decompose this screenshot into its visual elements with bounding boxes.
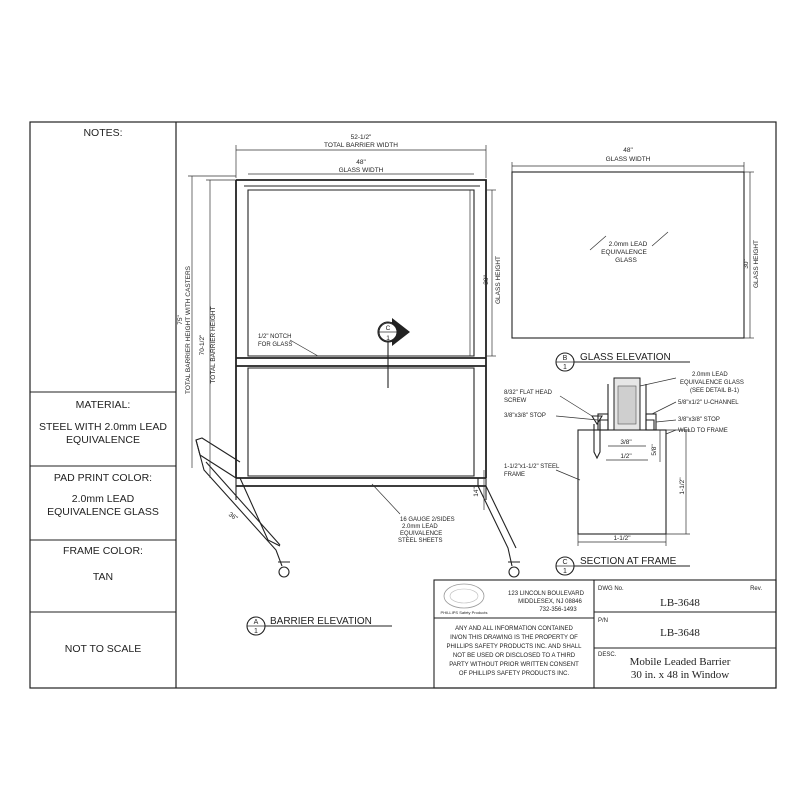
disclaimer-line2: IN/ON THIS DRAWING IS THE PROPERTY OF (450, 635, 578, 641)
dim-vertical: 1-1/2" (679, 477, 686, 495)
glass-elevation-title: B 1 GLASS ELEVATION (555, 352, 690, 372)
disclaimer-line5: PARTY WITHOUT PRIOR WRITTEN CONSENT (449, 662, 579, 668)
dim-3-8: 3/8" (620, 439, 632, 446)
height-casters-label: TOTAL BARRIER HEIGHT WITH CASTERS (185, 265, 192, 394)
base-dim: 14" (473, 487, 480, 497)
section-cut-letter: C (386, 325, 391, 332)
total-width-value: 52-1/2" (351, 134, 372, 141)
height-casters-value: 75" (177, 315, 184, 325)
material-line2: EQUIVALENCE (66, 434, 140, 446)
dim-1-2: 1/2" (620, 453, 632, 460)
dwg-number: LB-3648 (660, 597, 700, 609)
title-a-letter: A (254, 619, 259, 626)
desc-label: DESC. (598, 652, 617, 658)
steel-frame-line1: 1-1/2"x1-1/2" STEEL (504, 464, 560, 470)
title-block: PHILLIPS Safety Products 123 LINCOLN BOU… (433, 579, 777, 689)
section-cut-marker: C 1 (377, 318, 410, 388)
sheets-line1: 16 GAUGE 2/SIDES (400, 517, 455, 523)
stop-left-note: 3/8"x3/8" STOP (504, 413, 546, 419)
glass-elev-width-label: GLASS WIDTH (606, 156, 651, 163)
glass-width-label: GLASS WIDTH (339, 167, 384, 174)
glass-center-line2: EQUIVALENCE (601, 249, 647, 256)
glass-elev-height-value: 30" (743, 259, 750, 269)
section-cut-number: 1 (386, 335, 390, 342)
title-b-number: 1 (563, 364, 567, 371)
sheets-line4: STEEL SHEETS (398, 538, 442, 544)
stop-right-note: 3/8"x3/8" STOP (678, 417, 720, 423)
uchannel-note: 5/8"x1/2" U-CHANNEL (678, 400, 739, 406)
depth-dim: 36" (227, 511, 239, 523)
sheets-line3: EQUIVALENCE (400, 531, 442, 537)
notes-title: NOTES: (83, 127, 122, 139)
total-height-label: TOTAL BARRIER HEIGHT (210, 306, 217, 383)
pad-print-line1: 2.0mm LEAD (72, 493, 135, 505)
title-c-letter: C (562, 559, 567, 566)
disclaimer-line6: OF PHILLIPS SAFETY PRODUCTS INC. (459, 671, 570, 677)
scale-note: NOT TO SCALE (65, 643, 141, 655)
section-at-frame-title: C 1 SECTION AT FRAME (555, 556, 690, 576)
sheets-line2: 2.0mm LEAD (402, 524, 438, 530)
total-width-label: TOTAL BARRIER WIDTH (324, 142, 398, 149)
section-glass-note2: EQUIVALENCE GLASS (680, 380, 744, 386)
barrier-glass-height-label: GLASS HEIGHT (495, 256, 502, 304)
company-logo: PHILLIPS Safety Products (441, 583, 488, 615)
pn-label: P/N (598, 618, 608, 624)
notes-panel: NOTES: MATERIAL: STEEL WITH 2.0mm LEAD E… (30, 127, 176, 655)
pad-print-label: PAD PRINT COLOR: (54, 472, 152, 484)
material-line1: STEEL WITH 2.0mm LEAD (39, 421, 167, 433)
barrier-glass-height-value: 30" (483, 275, 490, 285)
disclaimer-line4: NOT BE USED OR DISCLOSED TO A THIRD (453, 653, 576, 659)
title-b-text: GLASS ELEVATION (580, 352, 671, 363)
glass-center-line3: GLASS (615, 257, 637, 264)
address-line1: 123 LINCOLN BOULEVARD (508, 591, 585, 597)
glass-elev-width-value: 48" (623, 147, 633, 154)
rev-label: Rev. (750, 586, 762, 592)
glass-center-line1: 2.0mm LEAD (609, 241, 648, 248)
address-line2: MIDDLESEX, NJ 08846 (518, 599, 582, 605)
phone: 732-356-1493 (539, 607, 577, 613)
material-label: MATERIAL: (76, 399, 131, 411)
dim-horizontal: 1-1/2" (613, 535, 631, 542)
title-a-number: 1 (254, 628, 258, 635)
title-c-text: SECTION AT FRAME (580, 556, 677, 567)
total-height-value: 70-1/2" (199, 334, 206, 355)
glass-elev-height-label: GLASS HEIGHT (753, 240, 760, 288)
section-glass-note3: (SEE DETAIL B-1) (690, 388, 739, 394)
frame-color-label: FRAME COLOR: (63, 545, 143, 557)
dim-5-8: 5/8" (651, 444, 658, 456)
section-glass-note1: 2.0mm LEAD (692, 372, 728, 378)
steel-frame-line2: FRAME (504, 472, 525, 478)
title-b-letter: B (563, 355, 568, 362)
glass-width-value: 48" (356, 159, 366, 166)
pn-number: LB-3648 (660, 627, 700, 639)
screw-line1: 8/32" FLAT HEAD (504, 390, 553, 396)
barrier-elevation-title: A 1 BARRIER ELEVATION (246, 616, 392, 636)
disclaimer-line1: ANY AND ALL INFORMATION CONTAINED (455, 626, 573, 632)
weld-note: WELD TO FRAME (678, 428, 728, 434)
notch-line2: FOR GLASS (258, 342, 292, 348)
title-c-number: 1 (563, 568, 567, 575)
desc-line1: Mobile Leaded Barrier (630, 656, 731, 668)
desc-line2: 30 in. x 48 in Window (631, 669, 729, 681)
glass-elevation: 48" GLASS WIDTH 30" GLASS HEIGHT 2.0mm L… (511, 147, 760, 372)
barrier-elevation: 52-1/2" TOTAL BARRIER WIDTH 48" GLASS WI… (177, 134, 520, 636)
pad-print-line2: EQUIVALENCE GLASS (47, 506, 159, 518)
logo-text: PHILLIPS Safety Products (441, 610, 488, 615)
title-a-text: BARRIER ELEVATION (270, 616, 372, 627)
screw-line2: SCREW (504, 398, 527, 404)
disclaimer-line3: PHILLIPS SAFETY PRODUCTS INC. AND SHALL (447, 644, 583, 650)
section-at-frame: 2.0mm LEAD EQUIVALENCE GLASS (SEE DETAIL… (504, 372, 744, 576)
frame-color-value: TAN (93, 571, 113, 583)
sheet-border (29, 121, 777, 689)
notch-line1: 1/2" NOTCH (258, 334, 291, 340)
dwg-label: DWG No. (598, 586, 624, 592)
